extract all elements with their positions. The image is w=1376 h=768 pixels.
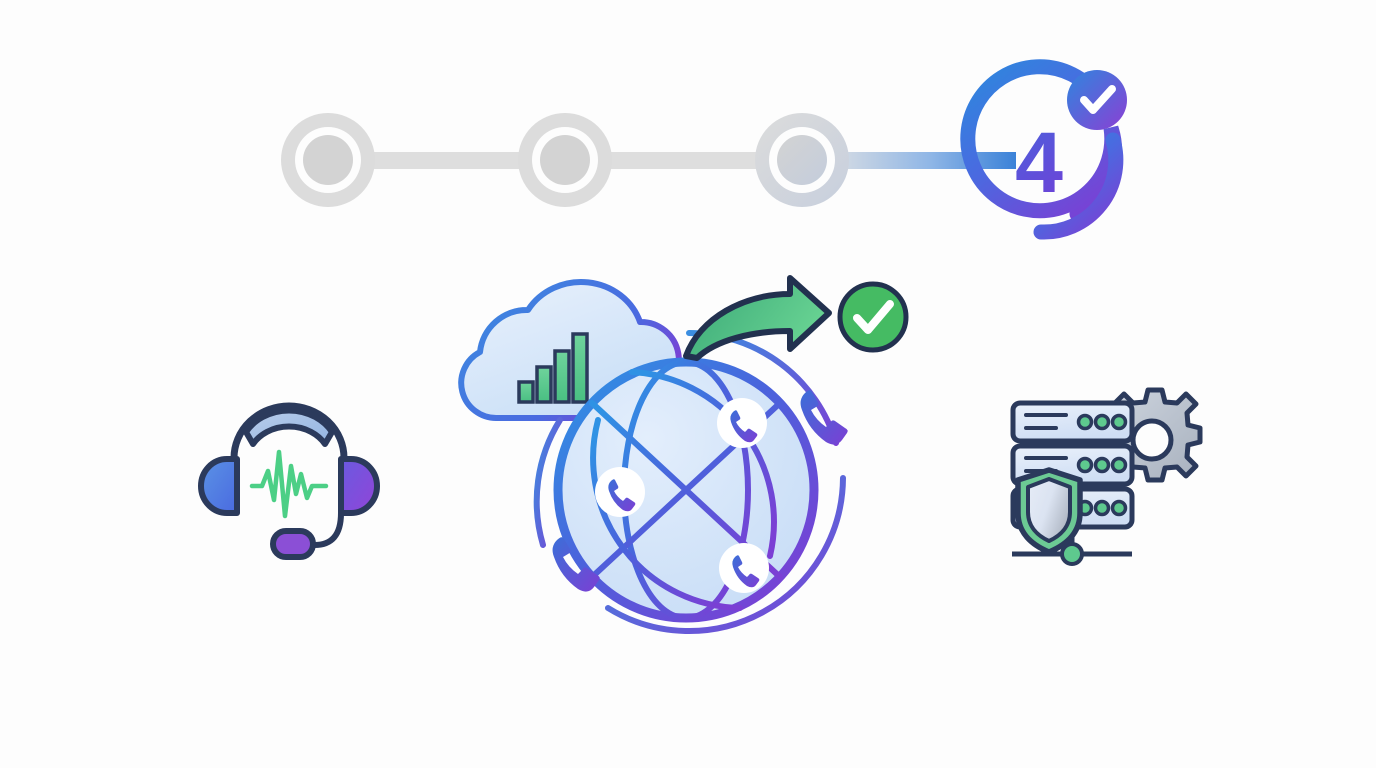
phone-icon [730,410,758,443]
headset-icon [198,402,380,560]
step-4-number: 4 [1015,115,1063,211]
phone-node-bg [719,543,769,593]
server-led [1093,456,1111,474]
check-icon [1080,85,1116,114]
progress-step-2[interactable] [518,113,612,207]
phone-icon [732,555,760,588]
headset-band [230,402,348,490]
phone-node-left [595,467,645,517]
server-led [1093,413,1111,431]
orbit-handset-lower-left [552,537,600,592]
phone-node-bottom-right [719,543,769,593]
progress-step-1[interactable] [281,113,375,207]
server-unit-body [1010,400,1135,444]
shield-icon [1015,467,1083,555]
progress-step-4-active[interactable]: 4 [960,59,1127,240]
server-led [1093,499,1111,517]
step-4-ring-lower [1033,132,1124,240]
connector-1-2 [352,152,542,169]
phone-node-bg [717,398,767,448]
headset-mic-capsule [270,528,316,560]
green-check-circle-icon [837,281,909,353]
shield-inner [1026,477,1072,543]
orbit-arc-left [533,417,563,548]
check-circle-bg [837,281,909,353]
server-led [1076,456,1094,474]
headset-band-pad [243,407,335,447]
server-shield-icon [1010,387,1203,566]
server-led [1110,413,1128,431]
signal-bar-1 [517,380,535,404]
headset-left-earcup [198,456,240,516]
arrow-shape [683,275,832,361]
headset-waveform-icon [249,449,329,519]
server-led [1110,456,1128,474]
orbit-phone-handsets [552,390,848,592]
signal-bars-icon [517,332,589,404]
signal-bar-3 [553,349,571,404]
server-led [1110,499,1128,517]
phone-icon [608,479,636,512]
headset-right-earcup [338,456,380,516]
step-1-core [303,135,353,185]
signal-bar-4 [571,332,589,404]
step-2-core [540,135,590,185]
globe-great-circle-3 [590,417,743,611]
headset-mic-boom [310,510,344,549]
orbit-arc-right [605,475,846,634]
globe-phone-nodes [595,398,769,593]
phone-node-top-right [717,398,767,448]
connector-2-3 [589,152,779,169]
green-arrow-icon [683,275,832,361]
cloud-signal-icon [458,279,682,422]
step-3-core [777,135,827,185]
server-led [1076,413,1094,431]
orbit-handset-upper-right [800,390,848,445]
phone-node-bg [595,467,645,517]
server-unit-1 [1010,400,1135,444]
gear-hole [1130,418,1174,462]
network-node-dot [1060,542,1084,566]
progress-step-3[interactable] [755,113,849,207]
signal-bar-2 [535,365,553,404]
check-icon [853,300,894,334]
